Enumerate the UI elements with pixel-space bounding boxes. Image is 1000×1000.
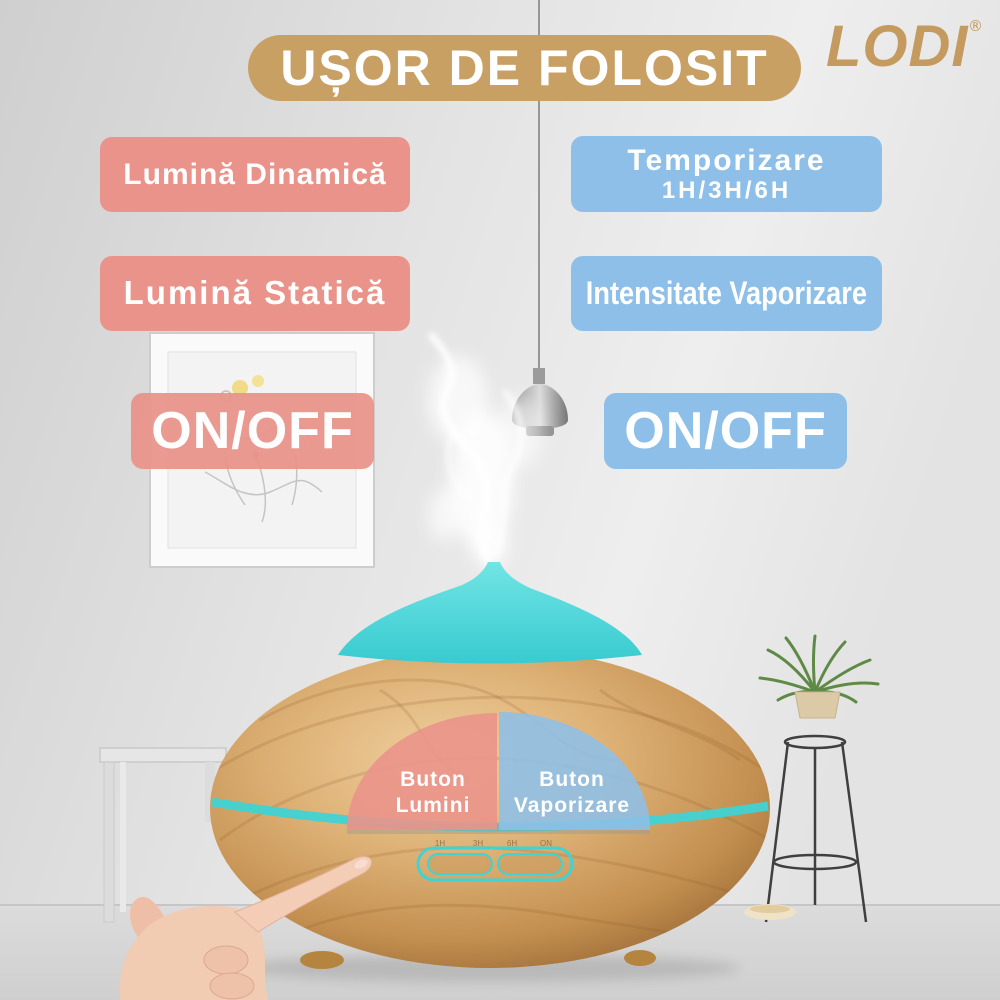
wedge-base-strip (347, 824, 650, 834)
label-timer-title: Temporizare (627, 144, 826, 178)
label-mist-intensity: Intensitate Vaporizare (571, 256, 882, 331)
timer-tick-6h: 6H (507, 839, 517, 848)
light-callout-line2: Lumini (396, 794, 471, 817)
light-callout-line1: Buton (400, 768, 466, 791)
plant-stand (764, 734, 868, 923)
label-mist-on-off: ON/OFF (604, 393, 847, 469)
label-mist-intensity-text: Intensitate Vaporizare (585, 274, 868, 311)
mist-callout-line1: Buton (539, 768, 605, 791)
label-mist-on-off-text: ON/OFF (624, 401, 827, 460)
control-panel: 1H 3H 6H ON (416, 839, 574, 882)
label-light-on-off-text: ON/OFF (151, 401, 354, 460)
label-timer: Temporizare 1H/3H/6H (571, 136, 882, 212)
decor-bowl (744, 904, 796, 920)
title-banner: UȘOR DE FOLOSIT (248, 35, 801, 101)
diffuser-cyan-cap (338, 562, 642, 664)
diffuser-legs (300, 950, 656, 969)
light-button-callout: Buton Lumini (347, 713, 497, 830)
label-dynamic-light-text: Lumină Dinamică (123, 157, 387, 191)
label-dynamic-light: Lumină Dinamică (100, 137, 410, 212)
potted-plant (758, 634, 880, 719)
brand-logo: LODI (826, 14, 969, 79)
label-static-light: Lumină Statică (100, 256, 410, 331)
timer-tick-on: ON (540, 839, 552, 848)
mist-button-callout: Buton Vaporizare (499, 712, 650, 830)
timer-tick-1h: 1H (435, 839, 445, 848)
mist-callout-line2: Vaporizare (514, 794, 630, 817)
mist-steam (428, 332, 542, 567)
label-light-on-off: ON/OFF (131, 393, 374, 469)
label-timer-options: 1H/3H/6H (661, 176, 792, 204)
registered-mark: ® (968, 17, 983, 35)
page-title: UȘOR DE FOLOSIT (280, 40, 769, 96)
mist-button[interactable] (497, 853, 563, 875)
timer-tick-3h: 3H (473, 839, 483, 848)
label-static-light-text: Lumină Statică (123, 274, 387, 312)
pointing-hand (119, 856, 373, 1000)
light-button[interactable] (427, 853, 493, 875)
side-table (99, 747, 227, 923)
